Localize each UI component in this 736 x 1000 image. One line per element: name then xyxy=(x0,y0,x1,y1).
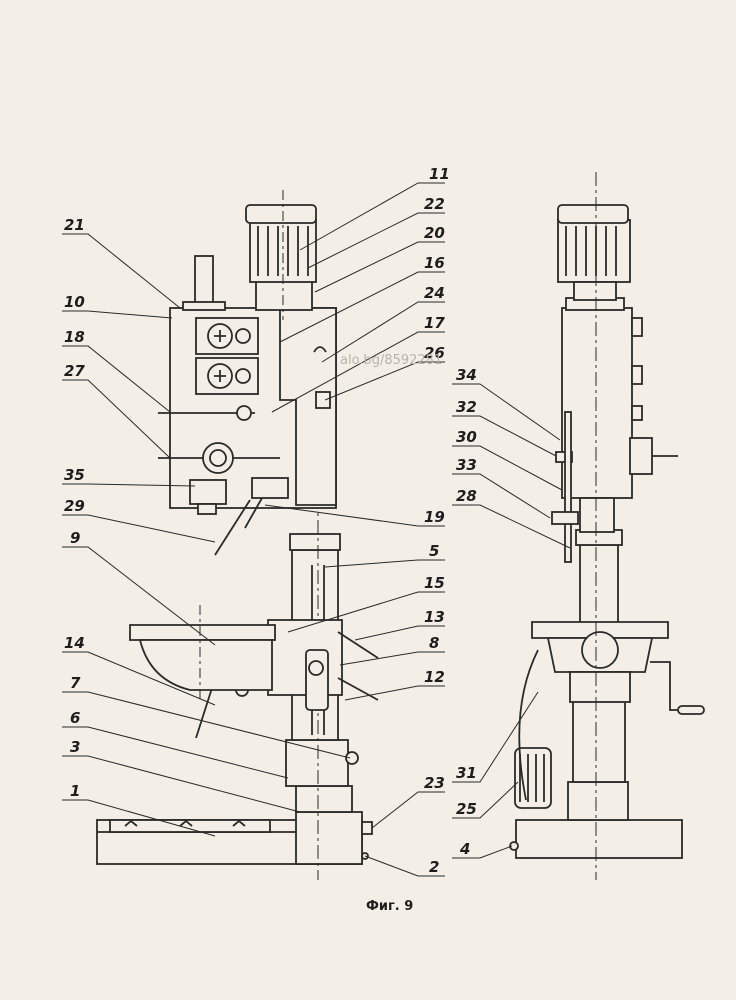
callout-18: 18 xyxy=(64,328,85,346)
side-head xyxy=(561,307,633,499)
figure-caption: Фиг. 9 xyxy=(366,899,413,914)
callout-21: 21 xyxy=(64,216,85,234)
callout-16: 16 xyxy=(424,254,445,272)
callout-labels: 11 22 20 16 24 17 26 21 10 18 27 35 29 9… xyxy=(64,165,477,876)
callout-3: 3 xyxy=(70,738,80,756)
callout-15: 15 xyxy=(424,574,445,592)
callout-14: 14 xyxy=(64,634,85,652)
callout-29: 29 xyxy=(64,497,85,515)
table-bracket xyxy=(267,619,343,696)
callout-24: 24 xyxy=(424,284,445,302)
callout-22: 22 xyxy=(424,195,445,213)
motor-mount xyxy=(255,279,313,311)
work-table xyxy=(129,624,276,641)
callout-27: 27 xyxy=(64,362,85,380)
callout-8: 8 xyxy=(429,634,439,652)
callout-13: 13 xyxy=(424,608,445,626)
watermark: alo.bg/8592281 xyxy=(340,353,442,368)
callout-25: 25 xyxy=(456,800,477,818)
callout-5: 5 xyxy=(429,542,439,560)
callout-17: 17 xyxy=(424,314,445,332)
column-foot xyxy=(295,785,353,813)
callout-32: 32 xyxy=(456,398,477,416)
side-table xyxy=(531,621,669,639)
callout-7: 7 xyxy=(70,674,81,692)
callout-31: 31 xyxy=(456,764,477,782)
base-pedestal xyxy=(295,811,363,865)
side-base xyxy=(515,819,683,859)
spindle-top xyxy=(194,255,214,307)
callout-33: 33 xyxy=(456,456,477,474)
side-view xyxy=(509,172,705,880)
leader-lines xyxy=(62,182,571,877)
callout-6: 6 xyxy=(70,709,80,727)
callout-23: 23 xyxy=(424,774,445,792)
callout-19: 19 xyxy=(424,508,445,526)
front-view xyxy=(96,190,379,880)
callout-1: 1 xyxy=(70,782,80,800)
callout-2: 2 xyxy=(429,858,439,876)
callout-35: 35 xyxy=(64,466,85,484)
callout-12: 12 xyxy=(424,668,445,686)
callout-20: 20 xyxy=(424,224,445,242)
callout-9: 9 xyxy=(70,529,80,547)
callout-11: 11 xyxy=(429,165,450,183)
callout-28: 28 xyxy=(456,487,477,505)
callout-34: 34 xyxy=(456,366,477,384)
column-sleeve xyxy=(285,739,349,787)
motor xyxy=(249,219,317,283)
callout-10: 10 xyxy=(64,293,85,311)
callout-30: 30 xyxy=(456,428,477,446)
side-motor-top xyxy=(557,219,631,283)
callout-4: 4 xyxy=(459,840,470,858)
callout-26: 26 xyxy=(424,344,445,362)
base-t-slots xyxy=(109,819,271,833)
